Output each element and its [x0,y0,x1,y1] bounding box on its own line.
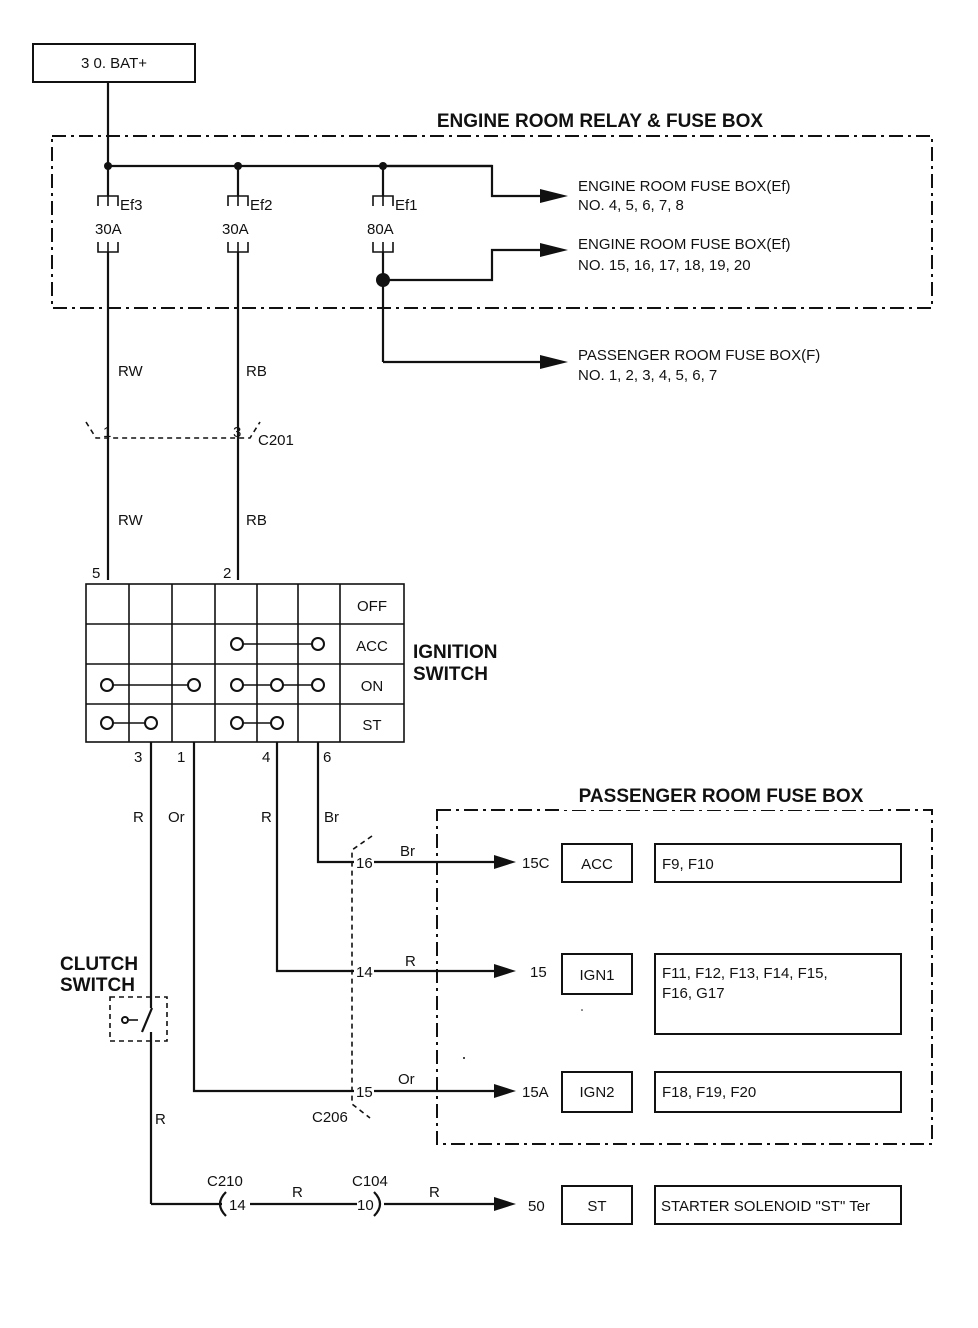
connector-c210-symbol [218,1191,227,1217]
svg-text:15: 15 [356,1084,373,1101]
wire-color-rw-upper: RW [118,363,144,380]
svg-text:F11, F12, F13, F14, F15,: F11, F12, F13, F14, F15, [662,965,828,982]
ignition-switch: 5 2 OFF ACC ON ST 3 1 [85,565,405,766]
ignition-switch-title-line2: SWITCH [413,664,488,685]
svg-text:F9, F10: F9, F10 [662,856,714,873]
wire-color-rb-lower: RB [246,512,267,529]
passenger-room-fuse-box-title: PASSENGER ROOM FUSE BOX [579,786,864,807]
output-1-line1: ENGINE ROOM FUSE BOX(Ef) [578,178,791,195]
connector-c201: 1 3 C201 [85,421,294,449]
svg-text:16: 16 [356,855,373,872]
connector-c104-label: C104 [352,1173,388,1190]
svg-text:3: 3 [233,424,241,441]
ignition-pin-4: 4 [262,749,270,766]
svg-text:1: 1 [103,424,111,441]
svg-text:C201: C201 [258,432,294,449]
svg-text:30A: 30A [95,221,122,238]
wire-color-r-clutch: R [155,1111,166,1128]
svg-text:15A: 15A [522,1084,549,1101]
fuse-ef2: Ef2 30A [222,166,273,580]
fuse-ef1: Ef1 80A [367,166,418,362]
wire-color-r-pin4: R [261,809,272,826]
wire-color-br-pin6: Br [324,809,339,826]
arrow-icon [494,1084,516,1098]
arrow-icon [494,855,516,869]
passenger-row-acc: 16 Br 15C ACC F9, F10 [356,843,902,883]
svg-text:Or: Or [398,1071,415,1088]
svg-text:IGN2: IGN2 [579,1084,614,1101]
clutch-switch-symbol [109,996,168,1042]
svg-text:Ef1: Ef1 [395,197,418,214]
wire-color-r-c210: R [292,1184,303,1201]
connector-c104-pin: 10 [357,1197,374,1214]
svg-text:15: 15 [530,964,547,981]
svg-text:IGN1: IGN1 [579,967,614,984]
connector-c210-label: C210 [207,1173,243,1190]
connector-c210-pin: 14 [229,1197,246,1214]
svg-text:Ef3: Ef3 [120,197,143,214]
output-1-line2: NO. 4, 5, 6, 7, 8 [578,197,684,214]
position-st: ST [362,717,381,734]
starter-description-box [654,1185,902,1225]
svg-text:Br: Br [400,843,415,860]
wire-color-r-c104: R [429,1184,440,1201]
output-3-line1: PASSENGER ROOM FUSE BOX(F) [578,347,820,364]
position-acc: ACC [356,638,388,655]
ignition-pin-1: 1 [177,749,185,766]
svg-text:80A: 80A [367,221,394,238]
connector-c104-symbol [373,1191,382,1217]
svg-text:R: R [405,953,416,970]
battery-source-label: 3 0. BAT+ [81,55,147,72]
starter-terminal: 50 [528,1198,545,1215]
fuse-ef3: Ef3 30A [95,166,143,580]
battery-source-box [32,43,196,83]
wire-color-rw-lower: RW [118,512,144,529]
engine-room-relay-box-outline [51,135,933,309]
svg-text:Ef2: Ef2 [250,197,273,214]
passenger-row-ign1: 14 R 15 IGN1 F11, F12, F13, F14, F15, F1… [356,953,902,1035]
output-2-line1: ENGINE ROOM FUSE BOX(Ef) [578,236,791,253]
ignition-pin-2: 2 [223,565,231,582]
position-on: ON [361,678,384,695]
starter-label-box [561,1185,633,1225]
svg-text:ACC: ACC [581,856,613,873]
connector-c206-label: C206 [312,1109,348,1126]
arrow-icon [494,1197,516,1211]
arrow-icon [540,355,568,369]
ignition-pin-3: 3 [134,749,142,766]
ignition-switch-title-line1: IGNITION [413,642,497,663]
wire-color-rb-upper: RB [246,363,267,380]
passenger-row-ign2: 15 Or 15A IGN2 F18, F19, F20 [356,1071,902,1113]
svg-text:30A: 30A [222,221,249,238]
starter-label: ST [587,1198,606,1215]
ignition-pin-5: 5 [92,565,100,582]
wire-color-or-pin1: Or [168,809,185,826]
arrow-icon [540,189,568,203]
output-2-line2: NO. 15, 16, 17, 18, 19, 20 [578,257,751,274]
arrow-icon [494,964,516,978]
connector-c206-outline [351,835,373,1119]
svg-text:F16, G17: F16, G17 [662,985,725,1002]
wire-color-r-pin3: R [133,809,144,826]
starter-description: STARTER SOLENOID "ST" Ter [661,1198,870,1215]
clutch-switch-title-line2: SWITCH [60,975,135,996]
svg-text:F18, F19, F20: F18, F19, F20 [662,1084,756,1101]
arrow-icon [540,243,568,257]
clutch-switch-title-line1: CLUTCH [60,954,138,975]
output-3-line2: NO. 1, 2, 3, 4, 5, 6, 7 [578,367,717,384]
svg-text:14: 14 [356,964,373,981]
engine-room-relay-box-title: ENGINE ROOM RELAY & FUSE BOX [437,111,764,132]
svg-text:15C: 15C [522,855,550,872]
position-off: OFF [357,598,387,615]
ignition-pin-6: 6 [323,749,331,766]
